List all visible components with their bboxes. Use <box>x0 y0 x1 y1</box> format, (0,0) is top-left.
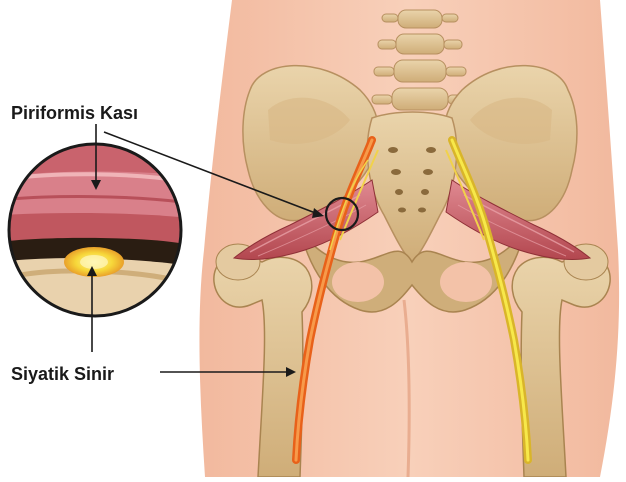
sciatic-nerve-label: Siyatik Sinir <box>11 363 114 385</box>
piriformis-label: Piriformis Kası <box>11 102 138 124</box>
magnifier-inset <box>0 140 190 330</box>
